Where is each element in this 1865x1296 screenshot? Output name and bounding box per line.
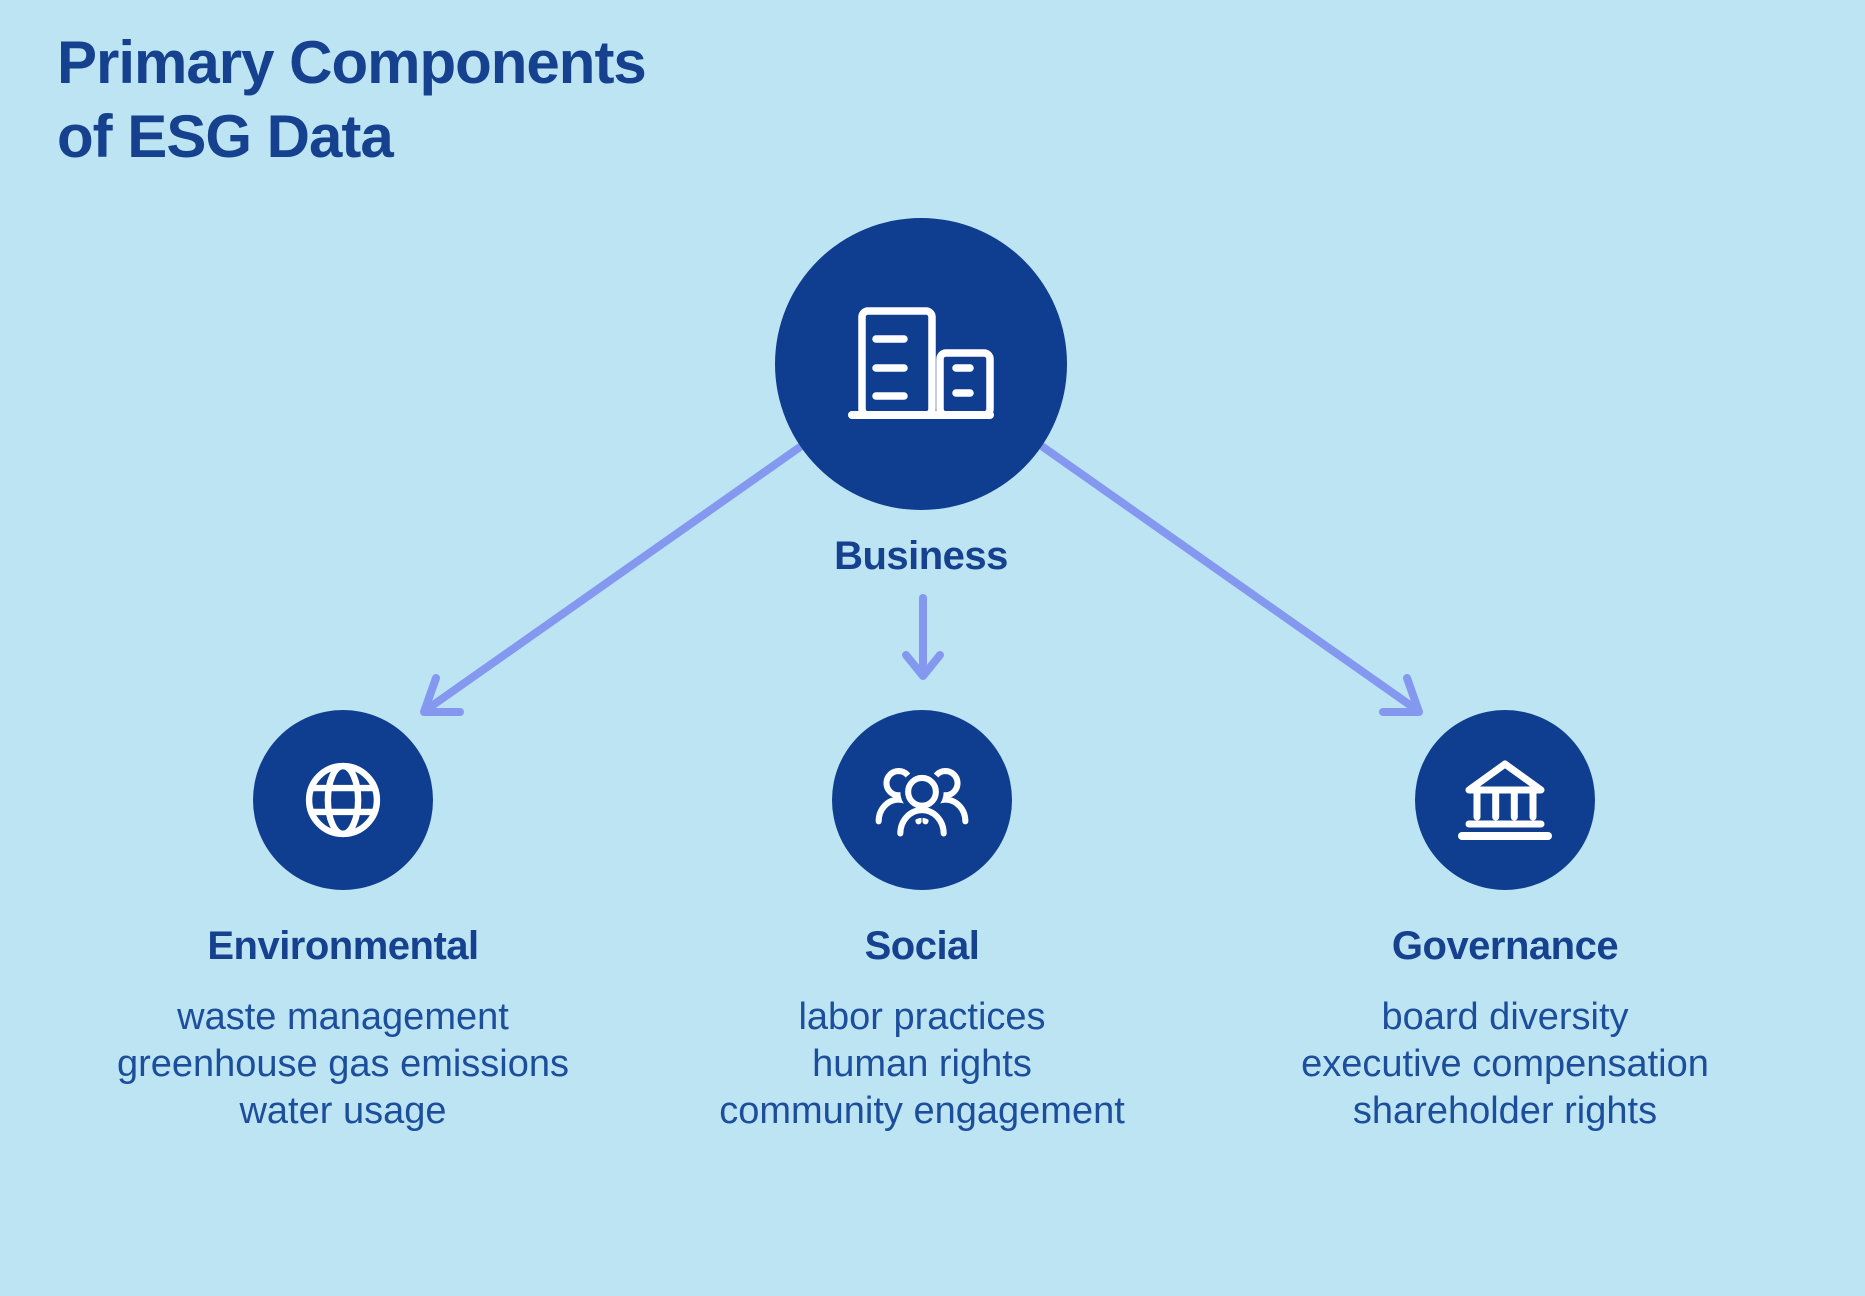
list-item: board diversity bbox=[1381, 996, 1629, 1038]
social-label: Social bbox=[864, 924, 980, 968]
arrow-business-to-social bbox=[902, 594, 944, 680]
node-governance: Governance board diversity executive com… bbox=[1225, 710, 1785, 1135]
business-label: Business bbox=[834, 534, 1008, 578]
list-item: waste management bbox=[177, 996, 509, 1038]
list-item: labor practices bbox=[798, 996, 1046, 1038]
social-items: labor practices human rights community e… bbox=[719, 994, 1125, 1135]
globe-icon bbox=[305, 762, 381, 838]
node-environmental: Environmental waste management greenhous… bbox=[63, 710, 623, 1135]
list-item: greenhouse gas emissions bbox=[116, 1043, 570, 1085]
social-node-circle bbox=[832, 710, 1012, 890]
list-item: shareholder rights bbox=[1352, 1090, 1658, 1132]
bank-icon bbox=[1458, 760, 1552, 840]
node-social: Social labor practices human rights comm… bbox=[642, 710, 1202, 1135]
governance-label: Governance bbox=[1391, 924, 1619, 968]
environmental-items: waste management greenhouse gas emission… bbox=[117, 994, 569, 1135]
environmental-node-circle bbox=[253, 710, 433, 890]
list-item: human rights bbox=[812, 1043, 1032, 1085]
people-icon bbox=[875, 767, 969, 841]
governance-items: board diversity executive compensation s… bbox=[1301, 994, 1709, 1135]
page-title: Primary Components of ESG Data bbox=[57, 29, 647, 171]
buildings-icon bbox=[848, 307, 994, 419]
governance-node-circle bbox=[1415, 710, 1595, 890]
arrow-business-to-environmental bbox=[420, 443, 804, 716]
environmental-label: Environmental bbox=[207, 924, 479, 968]
list-item: water usage bbox=[239, 1090, 447, 1132]
arrow-business-to-governance bbox=[1039, 443, 1423, 716]
list-item: community engagement bbox=[719, 1090, 1125, 1132]
list-item: executive compensation bbox=[1301, 1043, 1709, 1085]
business-node-circle bbox=[775, 218, 1067, 510]
